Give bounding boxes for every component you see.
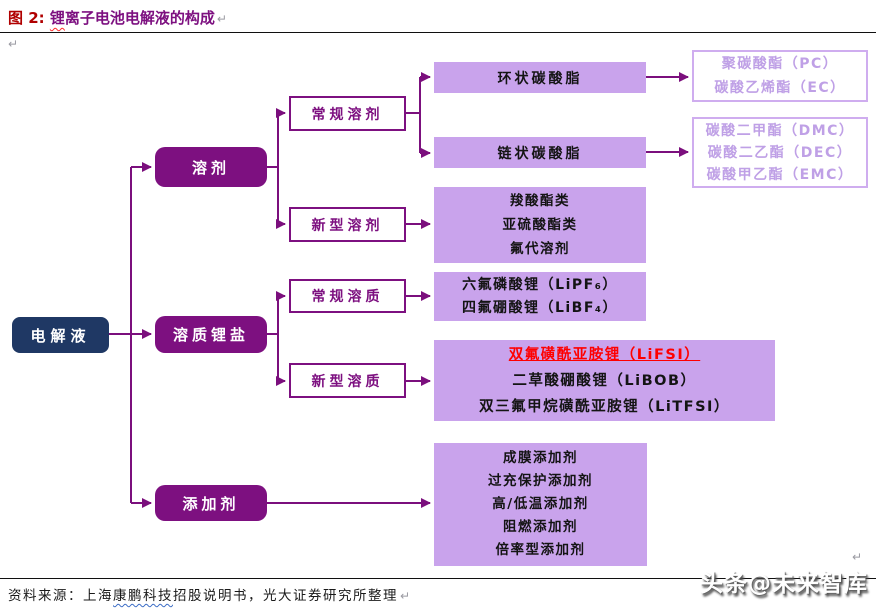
list-item: 成膜添加剂 [503, 450, 578, 466]
list-item: 高/低温添加剂 [492, 496, 589, 512]
list-item: 过充保护添加剂 [488, 473, 593, 489]
node-cyclic-carbonate-examples: 聚碳酸酯（PC） 碳酸乙烯酯（EC） [692, 50, 868, 102]
paragraph-mark-icon: ↵ [216, 12, 227, 26]
node-conventional-solvent: 常规溶剂 [289, 96, 406, 131]
list-item: 阻燃添加剂 [503, 519, 578, 535]
node-solvent: 溶剂 [155, 147, 267, 187]
list-item: 羧酸酯类 [510, 193, 570, 209]
node-new-solute-types: 双氟磺酰亚胺锂（LiFSI） 二草酸硼酸锂（LiBOB） 双三氟甲烷磺酰亚胺锂（… [434, 340, 775, 421]
node-new-solvent: 新型溶剂 [289, 207, 406, 242]
figure-title-text: 锂离子电池电解液的构成 [50, 9, 215, 27]
list-item: 碳酸甲乙酯（EMC） [706, 166, 854, 183]
list-item: 六氟磷酸锂（LiPF₆） [462, 276, 618, 293]
spellcheck-squiggle-red: 锂 [49, 9, 65, 27]
node-label: 链状碳酸脂 [497, 145, 583, 162]
list-item: 四氟硼酸锂（LiBF₄） [461, 299, 619, 316]
list-item: 倍率型添加剂 [495, 542, 586, 558]
watermark: 头条@未来智库 [700, 571, 868, 597]
node-additive-types: 成膜添加剂 过充保护添加剂 高/低温添加剂 阻燃添加剂 倍率型添加剂 [434, 443, 647, 566]
spellcheck-squiggle-blue: 康鹏科技 [113, 588, 173, 604]
paragraph-mark-icon: ↵ [400, 589, 412, 603]
node-label: 溶剂 [191, 158, 230, 177]
node-chain-carbonate-examples: 碳酸二甲酯（DMC） 碳酸二乙酯（DEC） 碳酸甲乙酯（EMC） [692, 117, 868, 188]
figure-title: 图 2: 锂离子电池电解液的构成↵ [8, 7, 227, 28]
list-item: 氟代溶剂 [510, 241, 570, 257]
list-item: 碳酸乙烯酯（EC） [714, 80, 846, 96]
paragraph-mark-icon: ↵ [8, 37, 19, 51]
figure-bottom-divider [0, 578, 876, 579]
node-new-solvent-types: 羧酸酯类 亚硫酸酯类 氟代溶剂 [434, 187, 646, 263]
node-additive: 添加剂 [155, 485, 267, 521]
node-label: 新型溶质 [311, 373, 384, 390]
source-note: 资料来源：上海康鹏科技招股说明书，光大证券研究所整理↵ [8, 584, 412, 604]
node-new-solute: 新型溶质 [289, 363, 406, 398]
node-conventional-solute: 常规溶质 [289, 279, 406, 313]
node-label: 常规溶质 [311, 289, 384, 305]
source-rest: 招股说明书，光大证券研究所整理 [173, 588, 398, 604]
paragraph-mark-icon: ↵ [852, 550, 863, 564]
lifsi-highlight: 双氟磺酰亚胺锂（LiFSI） [508, 346, 701, 363]
node-label: 添加剂 [182, 494, 240, 513]
title-divider [0, 32, 876, 33]
list-item: 碳酸二乙酯（DEC） [707, 144, 853, 161]
figure-title-rest: 离子电池电解液的构成 [64, 9, 215, 27]
node-label: 常规溶剂 [311, 106, 384, 123]
node-conventional-solute-types: 六氟磷酸锂（LiPF₆） 四氟硼酸锂（LiBF₄） [434, 272, 646, 321]
source-prefix: 资料来源：上海 [8, 588, 113, 604]
list-item: 二草酸硼酸锂（LiBOB） [512, 372, 697, 389]
node-cyclic-carbonate: 环状碳酸脂 [434, 62, 646, 93]
node-label: 环状碳酸脂 [497, 70, 583, 87]
node-solute-lithium-salt: 溶质锂盐 [155, 316, 267, 353]
node-label: 新型溶剂 [311, 217, 384, 234]
list-item: 碳酸二甲酯（DMC） [705, 122, 855, 139]
list-item: 双三氟甲烷磺酰亚胺锂（LiTFSI） [479, 398, 730, 415]
figure-number: 图 2: [8, 9, 50, 27]
list-item: 亚硫酸酯类 [502, 217, 578, 233]
node-chain-carbonate: 链状碳酸脂 [434, 137, 646, 168]
node-label: 溶质锂盐 [172, 326, 249, 344]
node-label: 电解液 [30, 326, 91, 345]
list-item: 聚碳酸酯（PC） [721, 56, 839, 72]
node-electrolyte: 电解液 [12, 317, 109, 353]
